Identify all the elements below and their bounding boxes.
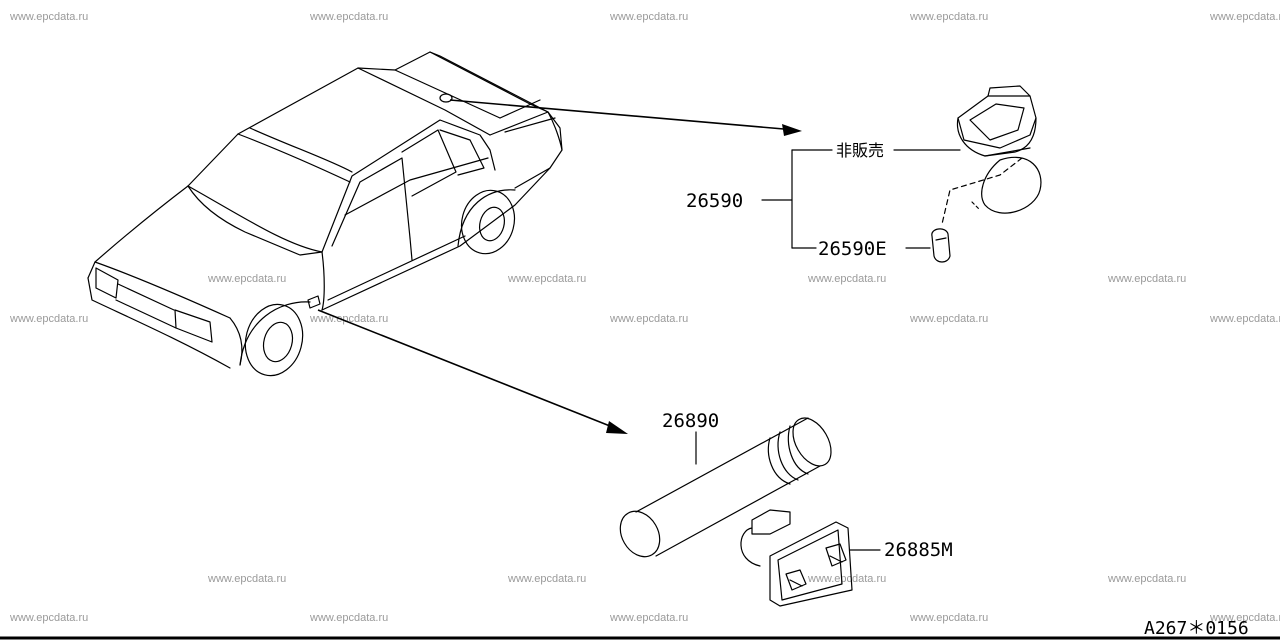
watermark: www.epcdata.ru — [1209, 11, 1280, 23]
watermark: www.epcdata.ru — [609, 313, 688, 325]
leader-lines-26590 — [761, 149, 961, 249]
bulb-icon — [931, 228, 951, 263]
watermark: www.epcdata.ru — [1107, 573, 1186, 585]
lamp-bracket — [740, 509, 881, 607]
watermark: www.epcdata.ru — [207, 273, 286, 285]
watermark: www.epcdata.ru — [309, 612, 388, 624]
watermark: www.epcdata.ru — [909, 313, 988, 325]
lens-tube — [619, 417, 832, 558]
drawing-code: A267＊0156 — [1144, 618, 1249, 639]
callout-26885m: 26885M — [884, 539, 953, 561]
watermark: www.epcdata.ru — [507, 573, 586, 585]
pointer-arrows — [317, 99, 802, 434]
watermark: www.epcdata.ru — [9, 11, 88, 23]
watermark: www.epcdata.ru — [9, 612, 88, 624]
watermark: www.epcdata.ru — [807, 573, 886, 585]
car-illustration — [87, 51, 563, 377]
watermark: www.epcdata.ru — [609, 612, 688, 624]
watermark-layer: www.epcdata.ru www.epcdata.ru www.epcdat… — [9, 11, 1280, 624]
watermark: www.epcdata.ru — [309, 313, 388, 325]
watermark: www.epcdata.ru — [507, 273, 586, 285]
watermark: www.epcdata.ru — [1209, 612, 1280, 624]
watermark: www.epcdata.ru — [1209, 313, 1280, 325]
watermark: www.epcdata.ru — [609, 11, 688, 23]
callout-26590: 26590 — [686, 190, 743, 212]
callout-26890: 26890 — [662, 410, 719, 432]
callout-26590e: 26590E — [818, 238, 887, 260]
watermark: www.epcdata.ru — [207, 573, 286, 585]
watermark: www.epcdata.ru — [1107, 273, 1186, 285]
lamp-socket-assembly — [941, 85, 1042, 225]
watermark: www.epcdata.ru — [9, 313, 88, 325]
watermark: www.epcdata.ru — [909, 612, 988, 624]
watermark: www.epcdata.ru — [807, 273, 886, 285]
watermark: www.epcdata.ru — [909, 11, 988, 23]
watermark: www.epcdata.ru — [309, 11, 388, 23]
callout-not-for-sale: 非販売 — [836, 141, 884, 160]
